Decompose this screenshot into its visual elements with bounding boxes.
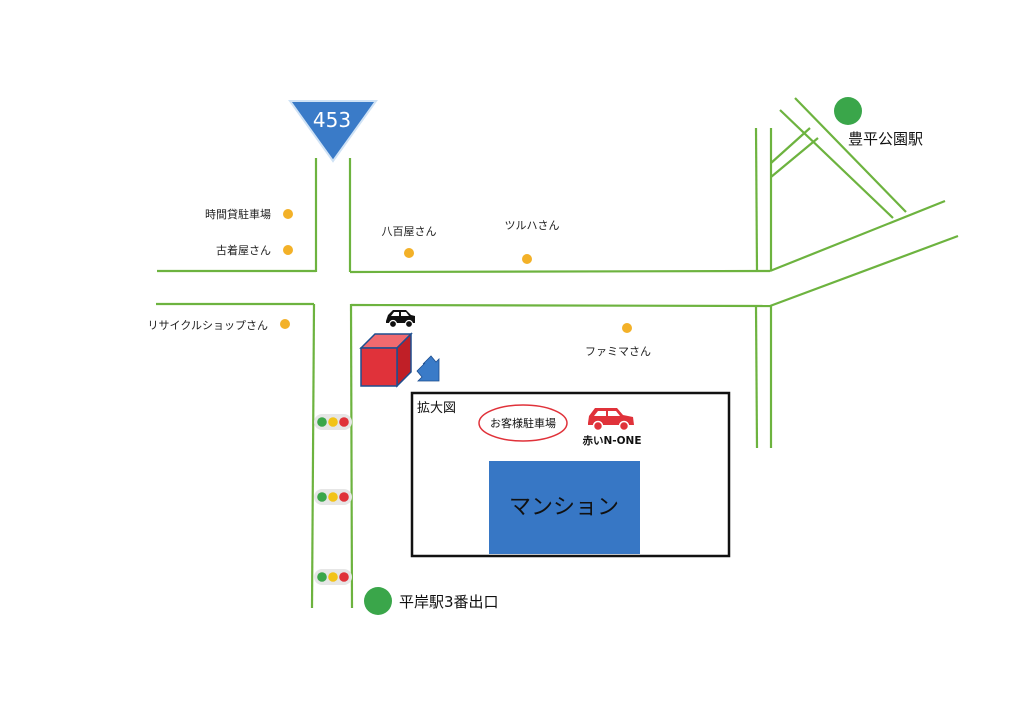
road-diagonal-east-south-edge [769, 234, 959, 308]
road-vertical-right-west-edge-lower [754, 305, 759, 449]
station-circle-icon-hiragishi [364, 587, 392, 615]
station-label-toyohira: 豊平公園駅 [848, 130, 923, 148]
poi-label-hourly-parking: 時間貸駐車場 [205, 207, 271, 221]
red-car-icon [588, 408, 634, 432]
inset-map: 拡大図 お客様駐車場 赤いN-ONE マンション [410, 391, 731, 558]
road-diagonal-north-edge-a [779, 109, 894, 219]
road-vertical-left-west-edge-lower [310, 303, 316, 609]
poi-vegetable-store: 八百屋さん [382, 225, 437, 258]
mansion-label: マンション [509, 495, 619, 520]
route-shield-icon: 453 [288, 100, 378, 163]
red-car-label: 赤いN-ONE [582, 434, 641, 447]
poi-label-vegetable-store: 八百屋さん [382, 225, 437, 238]
poi-used-clothing: 古着屋さん [216, 243, 293, 257]
poi-dot-icon [280, 319, 290, 329]
road-diagonal-north-edge-b [794, 97, 907, 213]
poi-recycle-shop: リサイクルショップさん [148, 319, 290, 332]
traffic-light-icon [314, 414, 352, 430]
poi-tsuruha: ツルハさん [505, 219, 560, 264]
road-network [156, 97, 959, 609]
road-diagonal-east-north-edge [769, 199, 946, 273]
road-horizontal-north-edge-mid [349, 269, 771, 274]
poi-label-used-clothing: 古着屋さん [216, 243, 271, 257]
poi-dot-icon [404, 248, 414, 258]
mansion-building [489, 461, 640, 554]
poi-dot-icon [283, 245, 293, 255]
poi-dot-icon [522, 254, 532, 264]
road-horizontal-south-edge-mid [350, 303, 771, 308]
poi-label-tsuruha: ツルハさん [505, 219, 560, 232]
building-cube-icon [359, 332, 413, 388]
station-circle-icon-toyohira [834, 97, 862, 125]
guest-parking-label: お客様駐車場 [490, 416, 556, 430]
car-icon [386, 310, 415, 329]
road-branch-b [770, 137, 819, 178]
station-label-hiragishi: 平岸駅3番出口 [399, 593, 499, 611]
road-branch-a [770, 127, 811, 164]
poi-dot-icon [622, 323, 632, 333]
poi-label-familymart: ファミマさん [585, 345, 651, 358]
poi-hourly-parking: 時間貸駐車場 [205, 207, 293, 221]
road-vertical-right-west-edge-upper [754, 127, 759, 273]
road-vertical-left-east-edge-lower [349, 303, 354, 609]
arrow-down-right-icon [416, 355, 440, 382]
guest-parking-oval [478, 404, 568, 442]
poi-label-recycle-shop: リサイクルショップさん [148, 319, 268, 332]
traffic-light-icon [314, 489, 352, 505]
poi-dot-icon [283, 209, 293, 219]
traffic-light-icon [314, 569, 352, 585]
poi-familymart: ファミマさん [585, 323, 651, 358]
route-number: 453 [313, 108, 351, 132]
inset-title: 拡大図 [417, 401, 456, 416]
